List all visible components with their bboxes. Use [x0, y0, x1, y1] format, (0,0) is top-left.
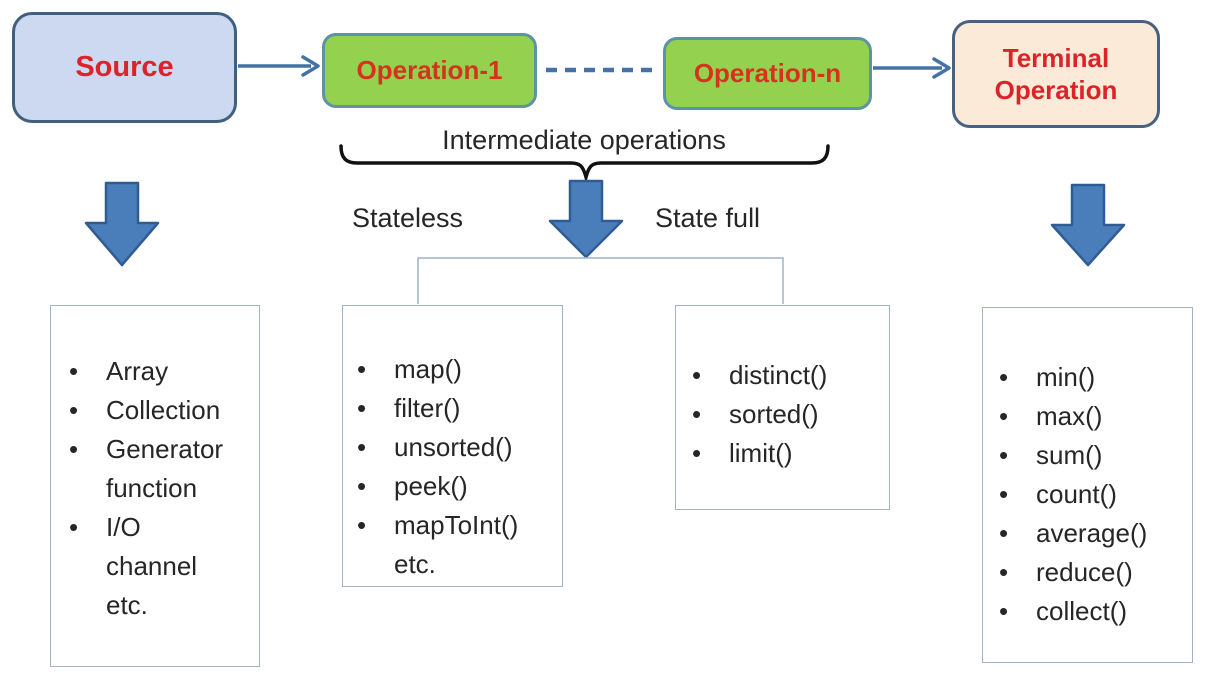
list-item: • reduce(): [997, 553, 1186, 592]
bullet-marker: •: [357, 393, 367, 423]
bullet-marker: [67, 469, 106, 508]
list-item: • I/O: [67, 508, 253, 547]
list-item: • peek(): [355, 467, 556, 506]
list-item-label: function: [106, 473, 198, 503]
stateless-label: Stateless: [352, 203, 464, 233]
list-item: • sum(): [997, 436, 1186, 475]
intermediate-operations-label: Intermediate operations: [442, 125, 726, 155]
down-arrow-terminal: [1050, 183, 1126, 267]
list-item: • filter(): [355, 389, 556, 428]
bullet-marker: •: [69, 434, 79, 464]
operation-1-label: Operation-1: [356, 55, 503, 85]
bullet-marker: •: [69, 395, 79, 425]
bullet-marker: •: [999, 362, 1009, 392]
bullet-marker: •: [357, 354, 367, 384]
list-item: • Collection: [67, 391, 253, 430]
list-item-label: channel: [106, 551, 198, 581]
bullet-marker: •: [357, 471, 367, 501]
list-item: • Generator: [67, 430, 253, 469]
intermediate-split-connector: [417, 257, 784, 304]
list-item-label: unsorted(): [394, 432, 513, 462]
list-item: • map(): [355, 350, 556, 389]
bullet-marker: •: [357, 432, 367, 462]
source-examples-list: • Array • Collection • Generator function • I/O c…: [50, 305, 260, 667]
list-item: etc.: [67, 586, 253, 625]
list-item-label: I/O: [106, 512, 141, 542]
list-item-label: etc.: [394, 549, 436, 579]
operation-n-label: Operation-n: [693, 58, 842, 88]
list-item: etc.: [355, 545, 556, 584]
list-item-label: count(): [1036, 479, 1117, 509]
list-item: • count(): [997, 475, 1186, 514]
bullet-marker: •: [692, 399, 702, 429]
terminal-operation-label: Terminal Operation: [994, 42, 1118, 106]
bullet-marker: [67, 547, 106, 586]
bullet-marker: [355, 545, 394, 584]
list-item-label: etc.: [106, 590, 148, 620]
down-arrow-intermediate: [548, 179, 624, 259]
list-item-label: reduce(): [1036, 557, 1133, 587]
list-item: • mapToInt(): [355, 506, 556, 545]
list-item: function: [67, 469, 253, 508]
list-item-label: collect(): [1036, 596, 1128, 626]
list-item: • distinct(): [690, 356, 883, 395]
list-item-label: average(): [1036, 518, 1148, 548]
bullet-marker: •: [692, 360, 702, 390]
flow-arrow-source-to-op1: [238, 55, 320, 77]
stateful-label: State full: [655, 203, 761, 233]
list-item-label: filter(): [394, 393, 461, 423]
list-item-label: min(): [1036, 362, 1096, 392]
list-item-label: max(): [1036, 401, 1103, 431]
list-item-label: distinct(): [729, 360, 828, 390]
list-item-label: Array: [106, 356, 169, 386]
flow-arrow-opn-to-terminal: [873, 57, 951, 79]
bullet-marker: •: [692, 438, 702, 468]
list-item-label: Collection: [106, 395, 221, 425]
bullet-marker: •: [999, 479, 1009, 509]
list-item-label: mapToInt(): [394, 510, 519, 540]
operation-n-box: Operation-n: [663, 37, 872, 110]
stateless-operations-list: • map() • filter() • unsorted() • peek() • mapToI…: [342, 305, 563, 587]
bullet-marker: •: [69, 356, 79, 386]
bullet-marker: •: [357, 510, 367, 540]
list-item-label: sorted(): [729, 399, 819, 429]
bullet-marker: •: [999, 557, 1009, 587]
terminal-operation-box: Terminal Operation: [952, 20, 1160, 128]
bullet-marker: [67, 586, 106, 625]
terminal-operations-list: • min() • max() • sum() • count() • average() • red…: [982, 307, 1193, 663]
list-item-label: limit(): [729, 438, 793, 468]
bullet-marker: •: [999, 518, 1009, 548]
list-item-label: Generator: [106, 434, 224, 464]
list-item-label: peek(): [394, 471, 468, 501]
stateful-operations-list: • distinct() • sorted() • limit(): [675, 305, 890, 510]
bullet-marker: •: [999, 596, 1009, 626]
list-item: • limit(): [690, 434, 883, 473]
source-box-label: Source: [75, 51, 174, 83]
operation-1-box: Operation-1: [322, 33, 537, 108]
list-item: • Array: [67, 352, 253, 391]
list-item-label: map(): [394, 354, 462, 384]
list-item: • max(): [997, 397, 1186, 436]
list-item: • average(): [997, 514, 1186, 553]
bullet-marker: •: [69, 512, 79, 542]
bullet-marker: •: [999, 440, 1009, 470]
list-item: • unsorted(): [355, 428, 556, 467]
list-item: • min(): [997, 358, 1186, 397]
list-item: channel: [67, 547, 253, 586]
source-box: Source: [12, 12, 237, 123]
down-arrow-source: [84, 181, 160, 267]
list-item: • sorted(): [690, 395, 883, 434]
list-item: • collect(): [997, 592, 1186, 631]
bullet-marker: •: [999, 401, 1009, 431]
list-item-label: sum(): [1036, 440, 1103, 470]
